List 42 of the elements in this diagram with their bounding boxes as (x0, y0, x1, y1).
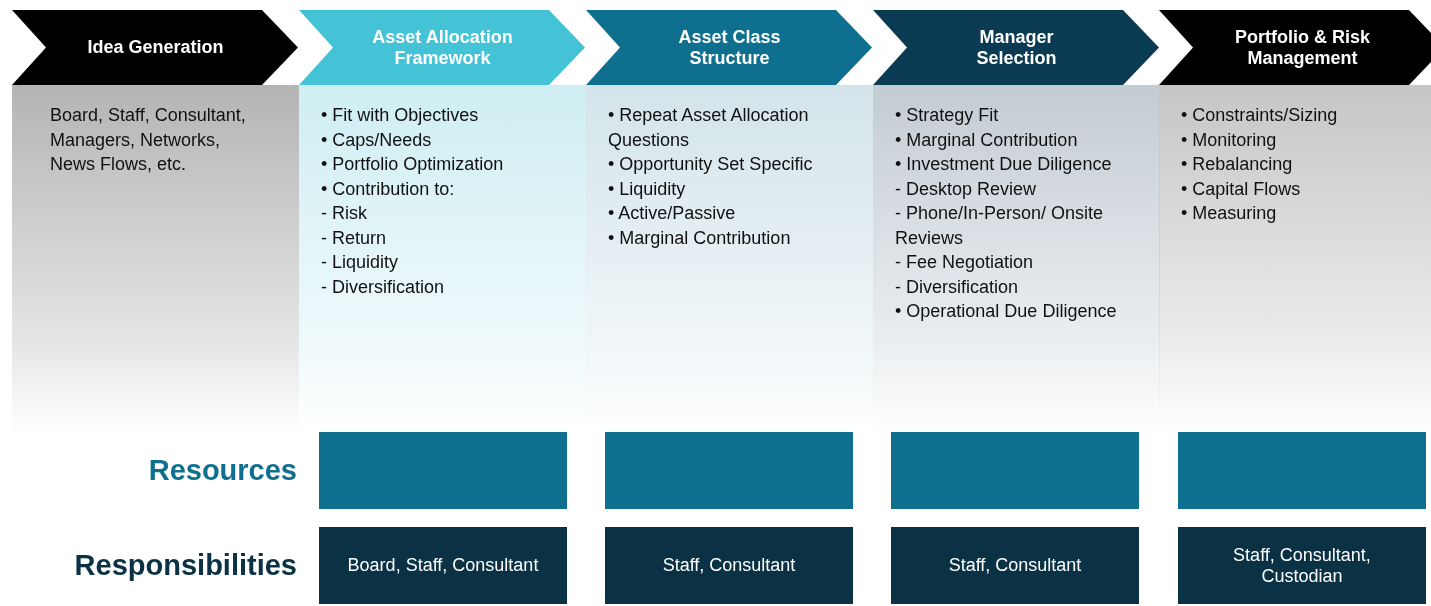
list-item: • Monitoring (1181, 128, 1278, 152)
row-label: Responsibilities (74, 548, 297, 583)
list-item: - Desktop Review (895, 177, 1038, 201)
step-heading: Asset Allocation Framework (371, 26, 514, 69)
list-item: - Risk (321, 202, 368, 225)
list-item: • Caps/Needs (321, 128, 433, 152)
resource-box (891, 432, 1139, 509)
list-item: • Portfolio Optimization (321, 153, 505, 176)
list-item: • Fit with Objectives (321, 104, 480, 127)
role-box: Staff, Consultant (891, 527, 1139, 604)
role-box: Board, Staff, Consultant (319, 527, 567, 604)
list-item: - Fee Negotiation (895, 251, 1035, 274)
list-item: • Constraints/Sizing (1181, 104, 1339, 127)
list-item: • Strategy Fit (895, 104, 1000, 127)
row-label: Resources (148, 453, 297, 488)
list-item: • Active/Passive (608, 202, 737, 225)
role-box: Staff, Consultant, Custodian (1178, 527, 1426, 604)
list-item: - Diversification (321, 275, 446, 299)
list-item: • Opportunity Set Specific (608, 153, 814, 176)
step-heading: Asset Class Structure (677, 26, 782, 69)
step-heading: Portfolio & Risk Management (1234, 26, 1371, 69)
list-item: • Investment Due Diligence (895, 153, 1113, 176)
list-item: • Marginal Contribution (895, 128, 1079, 152)
list-item: - Liquidity (321, 251, 400, 274)
list-item: • Rebalancing (1181, 153, 1294, 176)
resource-box (605, 432, 853, 509)
role-box: Staff, Consultant (605, 527, 853, 604)
resource-box (1178, 432, 1426, 509)
list-item: - Return (321, 226, 388, 250)
list-item: • Contribution to: (321, 177, 456, 201)
list-item: • Operational Due Diligence (895, 300, 1118, 323)
list-item: • Repeat Asset Allocation Questions (608, 104, 810, 152)
list-item: • Capital Flows (1181, 177, 1302, 201)
list-item: • Liquidity (608, 177, 687, 201)
resource-box (319, 432, 567, 509)
list-item: - Phone/In-Person/ Onsite Reviews (895, 202, 1105, 250)
list-item: • Marginal Contribution (608, 226, 792, 250)
step-heading: Manager Selection (975, 26, 1058, 69)
list-item: - Diversification (895, 275, 1020, 299)
list-item: • Measuring (1181, 202, 1278, 225)
step-heading: Idea Generation (86, 37, 225, 58)
list-item: Board, Staff, Consultant, Managers, Networks, News Flows, etc. (50, 104, 247, 176)
